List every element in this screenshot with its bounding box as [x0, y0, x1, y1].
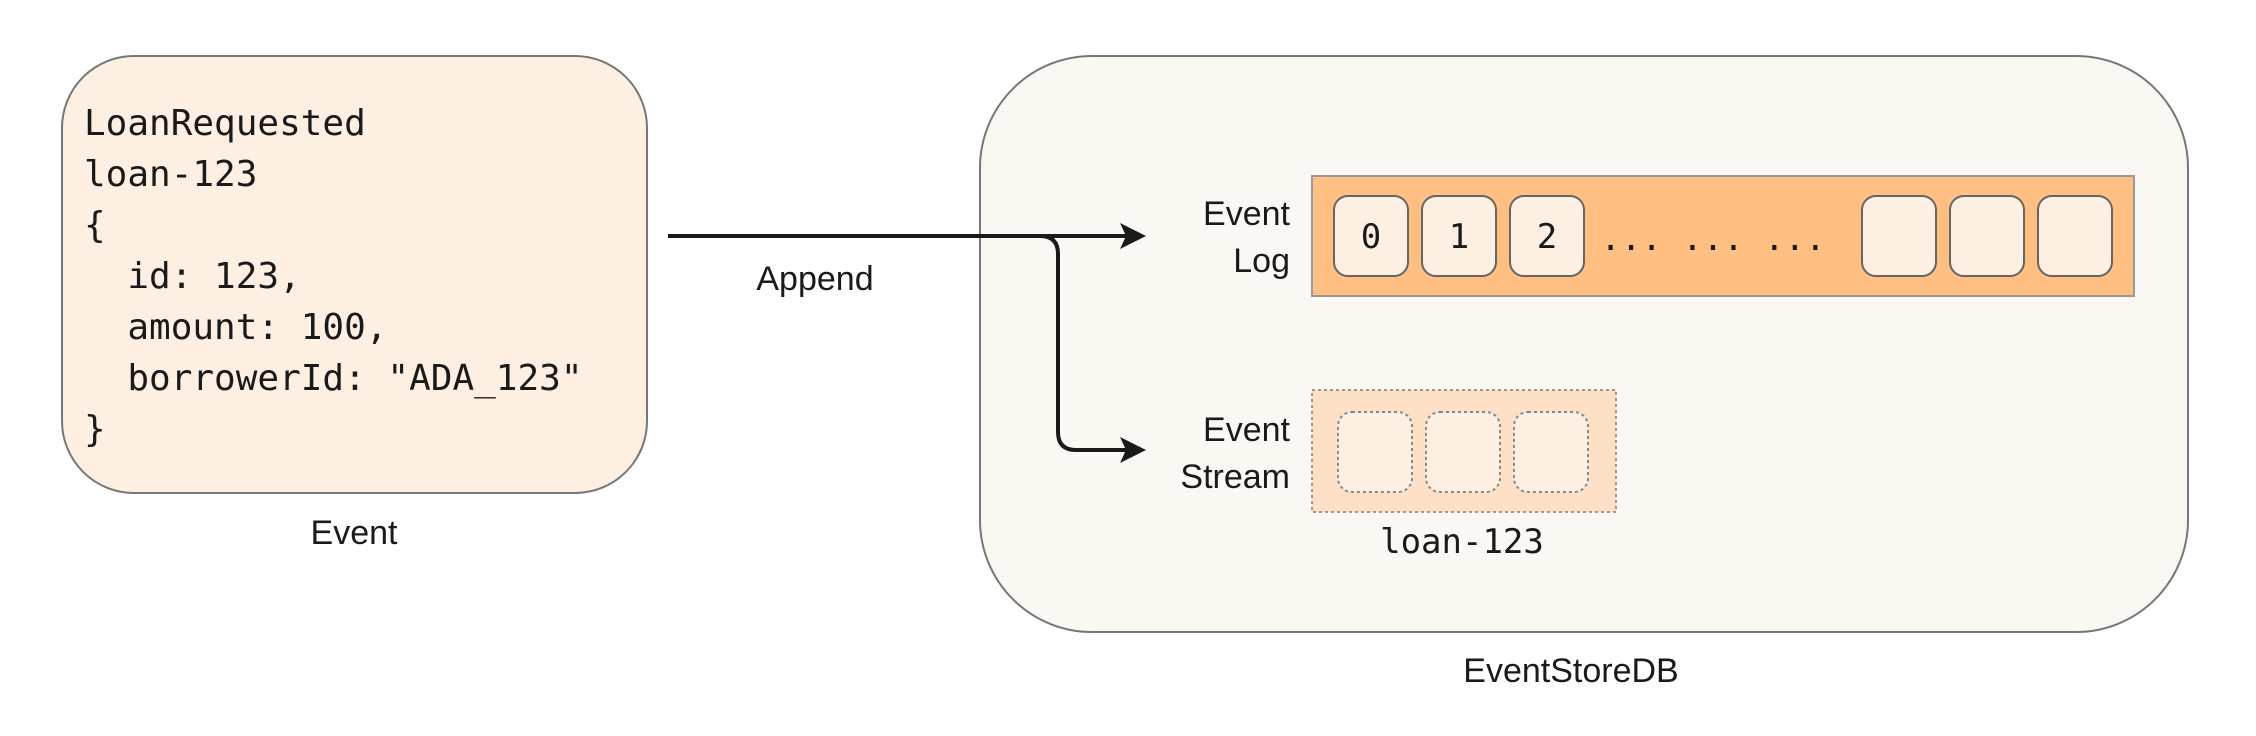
- event-stream-label-line2: Stream: [1180, 458, 1290, 496]
- event-log-cell-0-text: 0: [1361, 217, 1381, 257]
- append-arrows: [668, 234, 1130, 452]
- event-log-cell-1-text: 1: [1449, 217, 1469, 257]
- event-stream: [1311, 389, 1617, 513]
- append-label: Append: [756, 260, 873, 298]
- event-code-line-close-brace: }: [84, 409, 106, 450]
- event-log-cell-2-text: 2: [1537, 217, 1557, 257]
- event-stream-slot-2: [1425, 411, 1501, 493]
- event-card: LoanRequested loan-123 { id: 123, amount…: [61, 55, 648, 494]
- event-log-cell-0: [1333, 195, 1409, 277]
- event-log-label-line1: Event: [1203, 195, 1290, 233]
- event-log-cell-empty-1: [1861, 195, 1937, 277]
- event-log-cell-empty-2: [1949, 195, 2025, 277]
- event-log-cell-2: [1509, 195, 1585, 277]
- event-code-line-borrower: borrowerId: "ADA_123": [84, 358, 583, 399]
- event-log-cell-1: [1421, 195, 1497, 277]
- event-code-line-amount: amount: 100,: [84, 307, 387, 348]
- arrowhead-stream-icon: [1120, 437, 1146, 463]
- event-caption: Event: [311, 514, 398, 552]
- event-stream-slot-3: [1513, 411, 1589, 493]
- arrow-to-stream: [1039, 234, 1130, 452]
- event-log-ellipsis: ... ... ...: [1600, 219, 1825, 259]
- arrowhead-log-icon: [1120, 223, 1146, 249]
- event-stream-name: loan-123: [1380, 522, 1544, 562]
- event-stream-slot-1: [1337, 411, 1413, 493]
- event-code-line-id: id: 123,: [84, 256, 301, 297]
- event-code-line-type: LoanRequested: [84, 103, 366, 144]
- event-stream-label-line1: Event: [1203, 411, 1290, 449]
- eventstoredb-box: [979, 55, 2189, 633]
- event-log-cell-empty-3: [2037, 195, 2113, 277]
- event-log-label-line2: Log: [1233, 242, 1290, 280]
- event-code-line-stream: loan-123: [84, 154, 257, 195]
- event-box: [61, 55, 648, 494]
- eventstoredb-caption: EventStoreDB: [1463, 652, 1678, 690]
- event-log: 0 1 2 ... ... ...: [1311, 175, 2135, 297]
- event-code-line-open-brace: {: [84, 205, 106, 246]
